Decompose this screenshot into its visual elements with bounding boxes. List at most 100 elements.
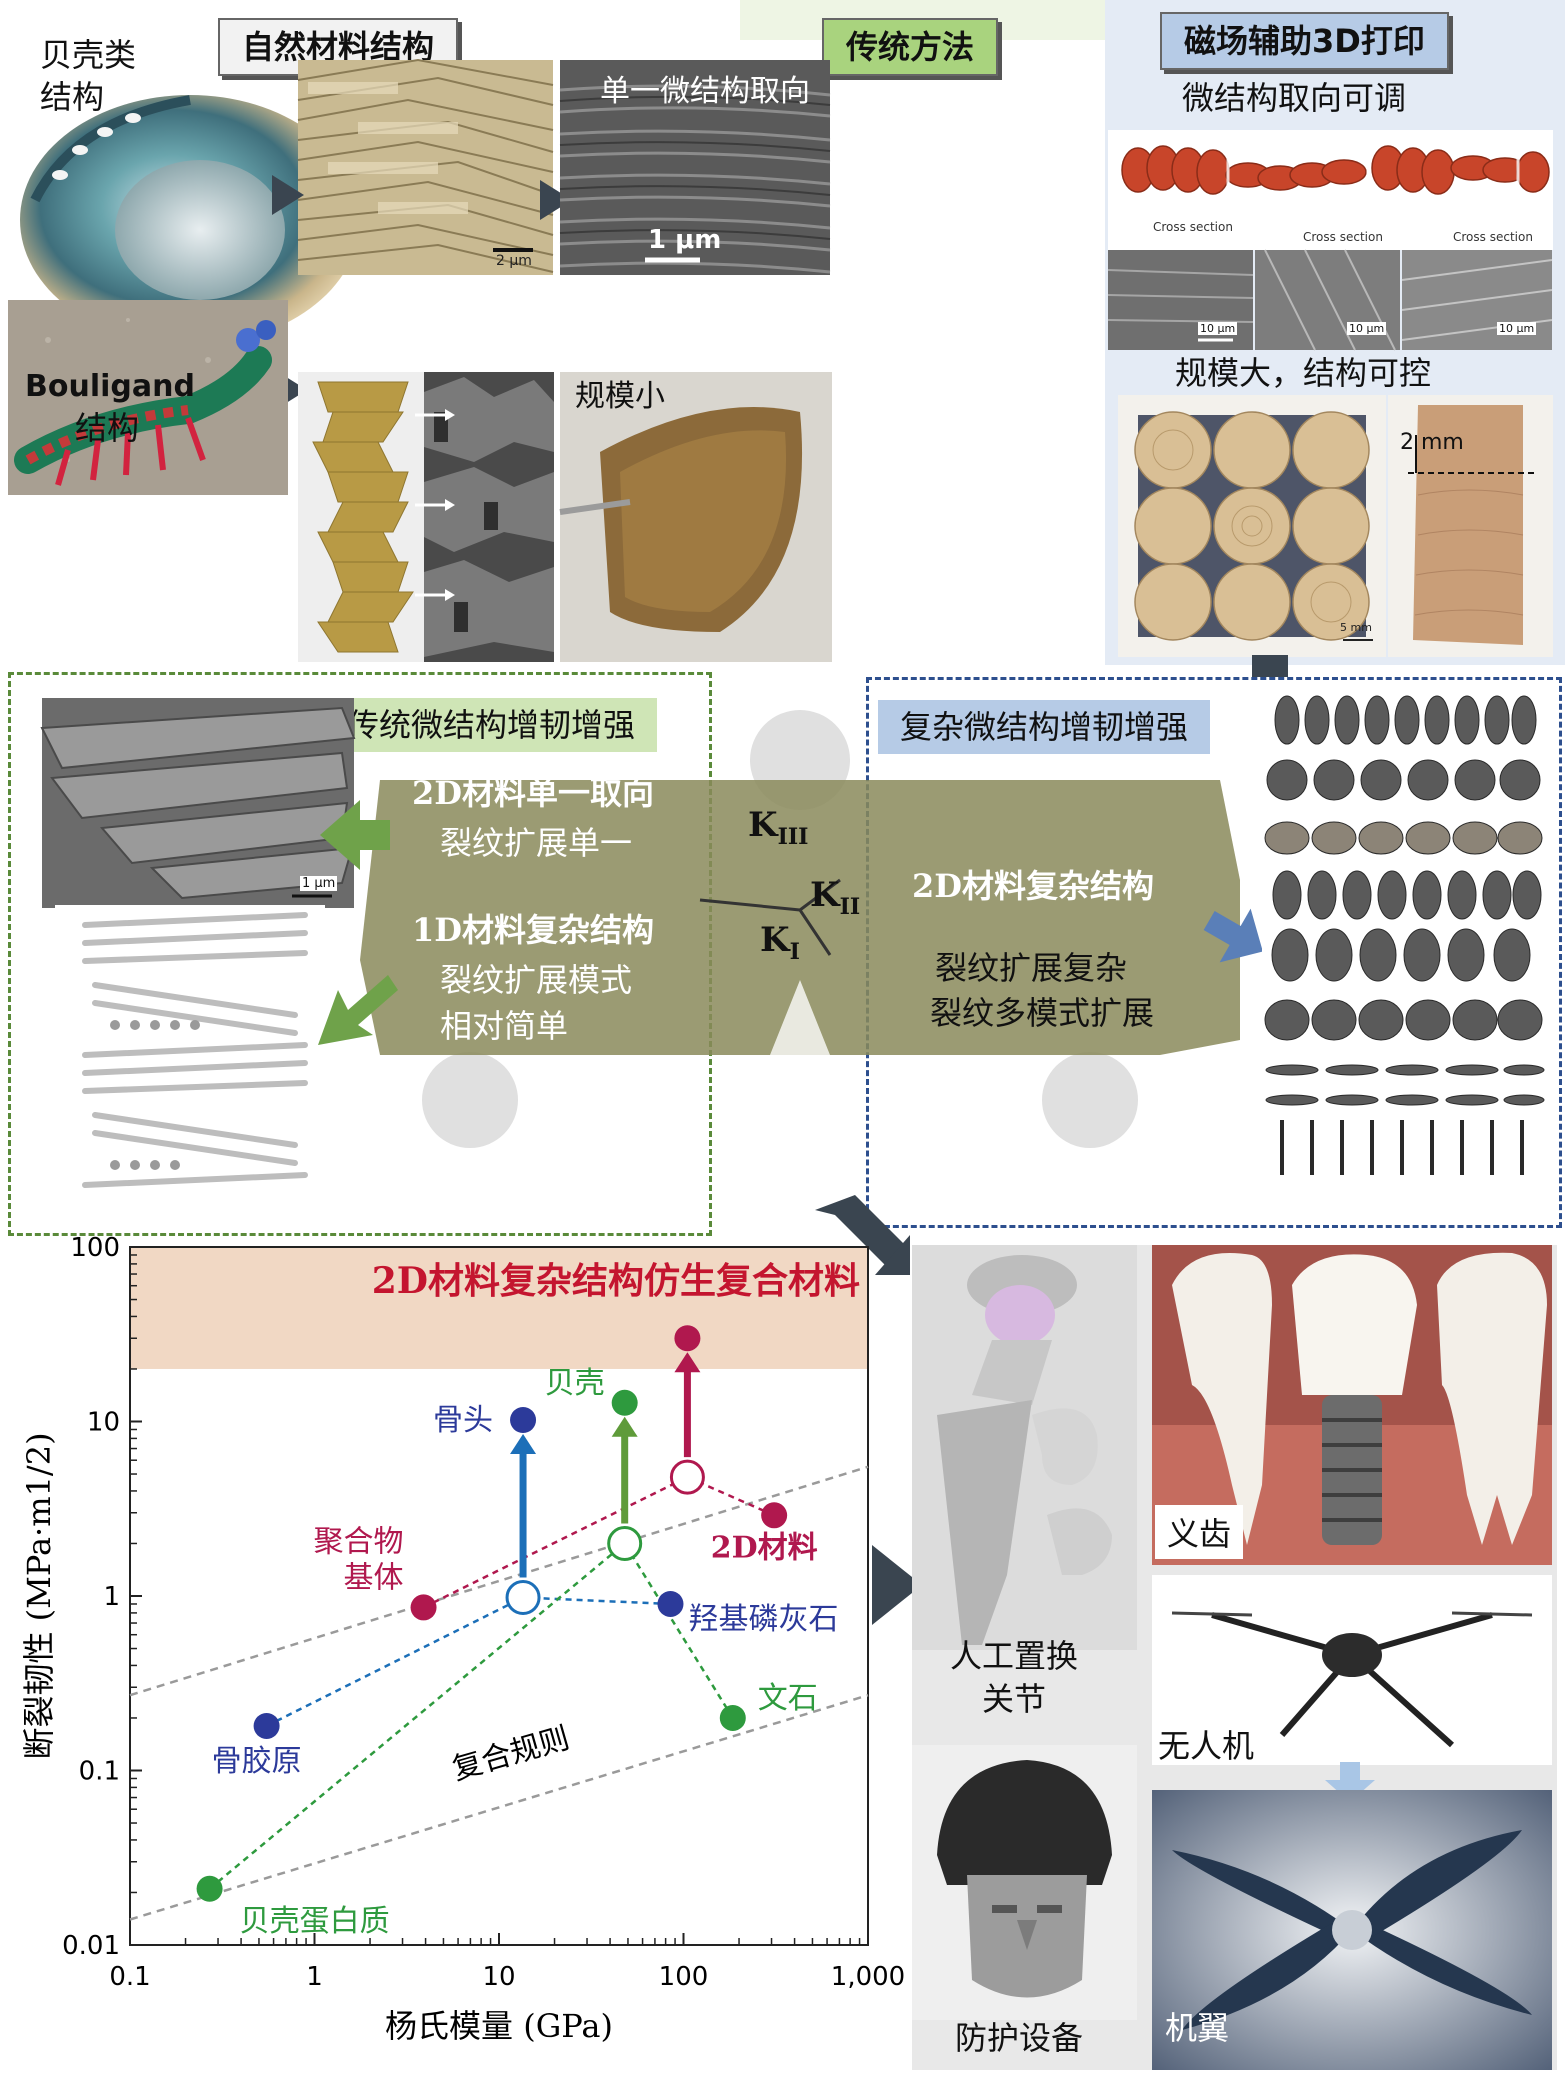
small-scale-film-photo	[559, 372, 832, 662]
polymer-line	[422, 1476, 688, 1609]
column-scale: 2 mm	[1400, 430, 1464, 455]
right-line2: 裂纹扩展复杂	[935, 949, 1128, 987]
data-point	[611, 1389, 638, 1416]
helmet-label: 防护设备	[955, 2019, 1084, 2057]
nacre-scale-label: 2 μm	[496, 253, 532, 269]
helmet-photo	[912, 1745, 1137, 2020]
k3-label: KIII	[748, 805, 809, 850]
point-label: 基体	[344, 1560, 404, 1595]
data-point	[253, 1712, 280, 1739]
traditional-method-tag: 传统方法	[822, 18, 999, 77]
large-scale-label: 规模大，结构可控	[1175, 354, 1432, 392]
highlight-band	[130, 1247, 868, 1369]
dental-implant-photo	[1152, 1245, 1552, 1565]
rule-line-lower	[129, 1694, 869, 1921]
y-tick-label: 10	[87, 1408, 120, 1438]
complex-toughening-tag: 复杂微结构增韧增强	[878, 700, 1211, 755]
small-scale-label: 规模小	[575, 379, 665, 414]
x-tick-label: 1,000	[831, 1962, 905, 1992]
denture-label-box: 义齿	[1155, 1505, 1244, 1559]
layered-sem-image: 1 μm	[40, 698, 356, 908]
bouligand-sem-image	[424, 372, 554, 662]
composite-point	[669, 1459, 705, 1495]
hip-joint-photo	[912, 1245, 1137, 1650]
shell-structure-label: 贝壳类 结构	[40, 36, 137, 116]
bouligand-structure-label: 结构	[75, 409, 140, 447]
cylinders-scale: 5 mm	[1340, 621, 1372, 634]
data-point	[510, 1406, 537, 1433]
y-axis-label: 断裂韧性 (MPa·m1/2)	[20, 1432, 58, 1759]
x-axis-label: 杨氏模量 (GPa)	[385, 2007, 613, 2045]
point-label: 2D材料	[711, 1530, 818, 1565]
right-line3: 裂纹多模式扩展	[930, 994, 1155, 1032]
left-line2: 裂纹扩展单一	[440, 824, 633, 862]
platelet-orientations-render	[1262, 690, 1545, 1182]
traditional-scale-label: 1 μm	[648, 225, 722, 255]
sem2-scale: 10 μm	[1347, 322, 1387, 335]
magnetic-discs-render: Cross section Cross section Cross sectio…	[1108, 130, 1553, 250]
abalone-shell-photo	[15, 80, 365, 355]
y-tick-label: 0.01	[62, 1931, 120, 1961]
x-tick-label: 10	[482, 1962, 515, 1992]
bouligand-label: Bouligand	[25, 369, 195, 404]
twisted-rods-render	[55, 905, 325, 1210]
x-tick-label: 0.1	[109, 1962, 150, 1992]
composite-point	[505, 1580, 541, 1616]
composite-point	[607, 1525, 643, 1561]
rule-label: 复合规则	[448, 1721, 573, 1788]
data-point	[196, 1875, 223, 1902]
shell-protein-line	[208, 1542, 626, 1890]
tunable-orientation-label: 微结构取向可调	[1182, 79, 1407, 117]
point-label: 羟基磷灰石	[688, 1602, 838, 1637]
printed-column-photo: 2 mm	[1388, 395, 1553, 657]
point-label: 聚合物	[314, 1524, 404, 1559]
drone-label: 无人机	[1158, 1727, 1255, 1765]
data-point	[719, 1704, 746, 1731]
sem1-scale: 10 μm	[1198, 322, 1238, 335]
2d-up-arrow-head	[674, 1352, 701, 1373]
green-arrow-to-rods	[318, 975, 398, 1045]
traditional-toughening-tag: 传统微结构增韧增强	[325, 698, 658, 753]
data-point	[410, 1594, 437, 1621]
nacre-sem-image: 2 μm	[297, 58, 554, 275]
propeller-photo	[1152, 1790, 1552, 2070]
y-tick-label: 1	[103, 1582, 120, 1612]
drone-photo	[1152, 1575, 1552, 1765]
data-point	[761, 1502, 788, 1529]
denture-label: 义齿	[1167, 1515, 1232, 1553]
k2-label: KII	[810, 875, 861, 920]
shell-aragonite-line	[623, 1542, 734, 1719]
cross-section-sem-1: 10 μm	[1107, 250, 1254, 350]
crack-specimen-diagram	[360, 710, 1240, 1148]
cross-section-label-1: Cross section	[1153, 220, 1233, 234]
bone-ha-line	[522, 1596, 671, 1606]
point-label: 骨头	[433, 1403, 493, 1438]
x-tick-label: 100	[659, 1962, 709, 1992]
y-tick-label: 100	[70, 1233, 120, 1263]
sem3-scale: 10 μm	[1497, 322, 1537, 335]
arrow-chart-to-apps	[872, 1545, 922, 1625]
cross-section-label-2: Cross section	[1303, 230, 1383, 244]
cross-section-label-3: Cross section	[1453, 230, 1533, 244]
printed-cylinders-photo: 5 mm	[1118, 395, 1386, 657]
joint-label: 人工置换 关节	[950, 1637, 1079, 1719]
arrow-shell-to-sem	[272, 175, 304, 215]
arrow-down-left	[815, 1195, 910, 1275]
left-line3: 1D材料复杂结构	[412, 911, 655, 949]
single-orientation-sem-image: 单一微结构取向 1 μm	[559, 60, 831, 275]
single-orientation-label: 单一微结构取向	[600, 74, 810, 109]
shell-up-arrow-head	[611, 1416, 638, 1437]
data-point	[674, 1325, 701, 1352]
y-tick-label: 0.1	[79, 1757, 120, 1787]
green-arrow-to-sem	[320, 800, 390, 870]
cross-section-sem-3: 10 μm	[1401, 250, 1553, 350]
data-point	[657, 1590, 684, 1617]
bouligand-helix-render	[298, 372, 424, 662]
point-label: 骨胶原	[212, 1744, 302, 1779]
point-label: 文石	[758, 1681, 818, 1716]
k1-label: KI	[760, 920, 800, 965]
rule-line-upper	[129, 1465, 869, 1697]
bone-collagen-line	[266, 1596, 524, 1728]
left-line1: 2D材料单一取向	[412, 774, 655, 812]
